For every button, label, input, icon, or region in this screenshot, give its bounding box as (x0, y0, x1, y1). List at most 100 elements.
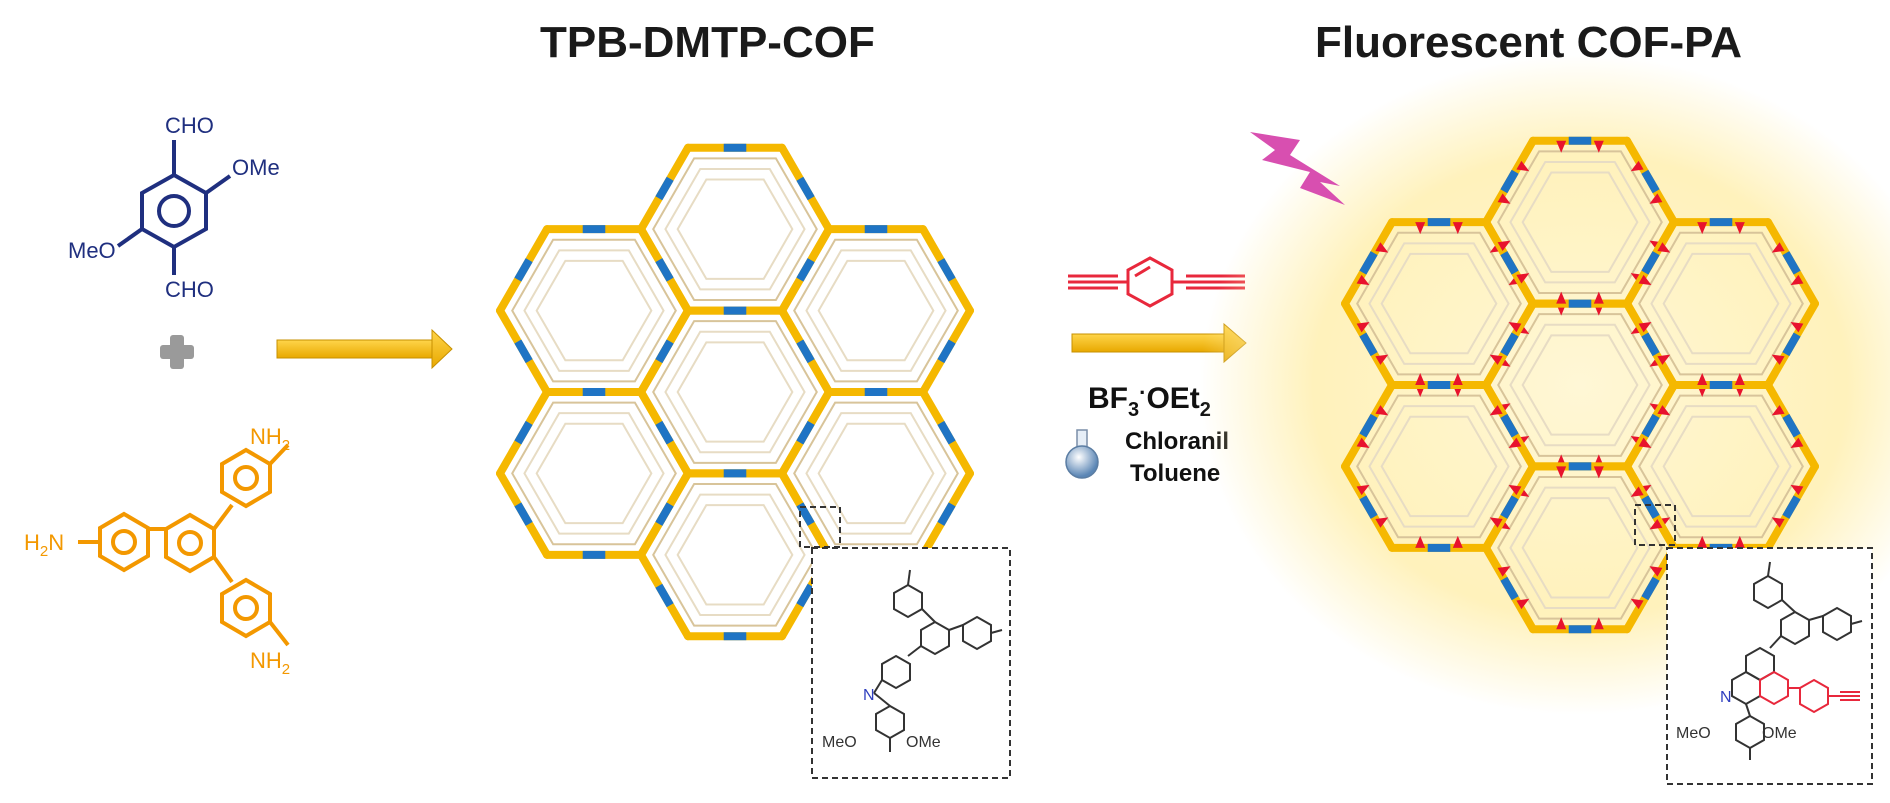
cof-linker (937, 502, 956, 526)
phenylacetylene-marker (1697, 222, 1708, 235)
cof-linker (1500, 169, 1519, 194)
stacked-layer-hex (805, 249, 947, 372)
nh2-top-label: NH2 (250, 424, 290, 454)
cof-linker (655, 583, 674, 608)
nh2-left-label: H2N (24, 530, 64, 560)
cof-linker (1782, 495, 1801, 519)
cof-linker (796, 420, 815, 445)
phenylacetylene-marker (1630, 486, 1644, 497)
dmtp-monomer (116, 140, 232, 275)
phenylacetylene-marker (1497, 240, 1511, 251)
stacked-layer-hex (676, 341, 794, 443)
inset-meo-label: MeO (822, 734, 857, 751)
quinoline-n-label: N (1720, 689, 1732, 706)
cof-linker (1641, 251, 1660, 275)
stacked-layer-hex (535, 259, 653, 362)
stacked-layer-hex (1662, 415, 1780, 518)
phenylacetylene-marker (1508, 484, 1522, 496)
phenylacetylene-marker (1452, 535, 1463, 548)
cof-linker (1359, 413, 1378, 438)
phenylacetylene-marker (1356, 484, 1370, 496)
stacked-layer-hex (1497, 150, 1663, 295)
phenylacetylene-marker (1593, 291, 1604, 304)
cof-linker (655, 339, 674, 364)
phenylacetylene-marker (1734, 373, 1745, 385)
phenylacetylene-marker (1771, 405, 1785, 416)
cof-pa-lattice (1341, 136, 1819, 634)
cof-linker (514, 339, 533, 364)
stacked-layer-hex (1356, 231, 1522, 376)
phenylacetylene-marker (1556, 617, 1567, 630)
ome-label: OMe (232, 155, 280, 180)
solvent-label: Toluene (1130, 460, 1220, 487)
cof-linker (796, 583, 815, 608)
cof-linker (937, 258, 956, 282)
stacked-layer-hex (652, 482, 818, 627)
phenylacetylene-marker (1649, 566, 1663, 577)
cof-linker (1359, 251, 1378, 275)
phenylacetylene-marker (1657, 242, 1671, 253)
stacked-layer-hex (1521, 334, 1639, 436)
cof-linker (1641, 495, 1660, 519)
phenylacetylene-marker (1508, 437, 1522, 448)
phenylacetylene-marker (1649, 519, 1663, 530)
phenylacetylene-marker (1638, 274, 1652, 286)
stacked-layer-hex (793, 401, 959, 546)
phenylacetylene-marker (1697, 373, 1708, 385)
stacked-layer-hex (652, 320, 818, 464)
lightning-icon (1250, 132, 1345, 205)
cof-linker (1641, 169, 1660, 194)
stacked-layer-hex (1497, 313, 1663, 457)
stacked-layer-hex (1356, 394, 1522, 539)
phenylacetylene-marker (1630, 160, 1644, 172)
cof-linker (1782, 332, 1801, 357)
phenylacetylene-marker (1516, 273, 1530, 284)
phenylacetylene-marker (1649, 193, 1663, 204)
phenylacetylene-marker (1497, 193, 1511, 204)
stacked-layer-hex (1509, 486, 1651, 610)
phenylacetylene-marker (1771, 354, 1785, 365)
stacked-layer-hex (1368, 405, 1510, 528)
cof-linker (1500, 576, 1519, 601)
cho-top-label: CHO (165, 113, 214, 138)
stacked-layer-hex (676, 504, 794, 606)
stacked-layer-hex (805, 412, 947, 535)
stacked-layer-hex (1368, 242, 1510, 365)
cof-linker (796, 339, 815, 364)
phenylacetylene-marker (1415, 535, 1426, 548)
stacked-layer-hex (1509, 160, 1651, 284)
cof-linker (514, 502, 533, 526)
cof-title: TPB-DMTP-COF (540, 18, 875, 67)
phenylacetylene-marker (1657, 354, 1671, 365)
cof-linker (1500, 332, 1519, 357)
phenylacetylene-marker (1375, 517, 1389, 528)
phenylacetylene-marker (1630, 598, 1644, 610)
phenylacetylene-marker (1508, 322, 1522, 333)
phenylacetylene-marker (1556, 466, 1567, 479)
phenylacetylene-marker (1489, 405, 1503, 416)
cof-linker (1359, 495, 1378, 519)
stacked-layer-hex (535, 422, 653, 525)
phenylacetylene-marker (1638, 322, 1652, 333)
cof-linker (1500, 251, 1519, 275)
imine-n-label: N (863, 687, 875, 704)
phenylacetylene-marker (1375, 354, 1389, 365)
stacked-layer-hex (817, 259, 935, 362)
phenylacetylene-marker (1734, 535, 1745, 548)
phenylacetylene-marker (1415, 222, 1426, 235)
phenylacetylene-marker (1497, 566, 1511, 577)
cof-linker (655, 258, 674, 282)
cof-linker (655, 502, 674, 526)
phenylacetylene-marker (1415, 373, 1426, 385)
cof-linker (1782, 251, 1801, 275)
cof-linker (1500, 495, 1519, 519)
stacked-layer-hex (664, 330, 806, 454)
phenylacetylene-marker (1697, 535, 1708, 548)
phenylacetylene-marker (1489, 517, 1503, 528)
phenylacetylene-marker (1356, 322, 1370, 333)
cof-linker (1500, 413, 1519, 438)
meo-label: MeO (68, 238, 116, 263)
phenylacetylene-marker (1556, 291, 1567, 304)
stacked-layer-hex (664, 167, 806, 291)
